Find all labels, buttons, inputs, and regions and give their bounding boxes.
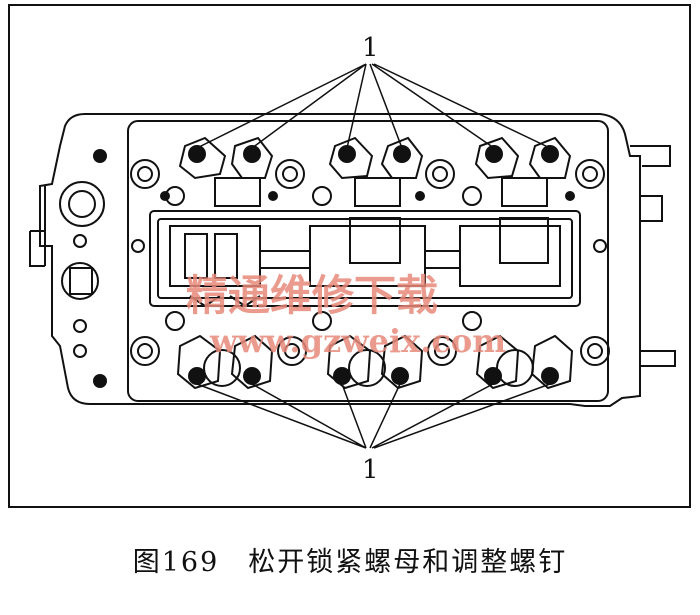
- right-mount-tab-bottom: [640, 350, 676, 367]
- right-mount-tab-mid: [640, 195, 663, 222]
- watermark-url: www.gzweix.com: [209, 322, 506, 360]
- top-leader-lines: [196, 63, 551, 149]
- inner-valve-area: [127, 120, 609, 402]
- cylinder-head-diagram: 1 1 精通维修下载 www.gzweix.com: [29, 33, 676, 485]
- figure-caption: 图169 松开锁紧螺母和调整螺钉: [132, 547, 568, 578]
- figure-frame: 1 1 精通维修下载 www.gzweix.com: [8, 4, 691, 508]
- cam-bearing-caps: [169, 217, 561, 308]
- watermark-cn: 精通维修下载: [186, 271, 438, 320]
- callout-top: 1: [362, 33, 379, 63]
- left-end-cover: [29, 186, 46, 267]
- head-outline: [39, 113, 641, 407]
- bottom-rocker-arms: [176, 334, 574, 390]
- top-rocker-arms: [178, 136, 572, 207]
- spark-plug-hole-2: [348, 349, 386, 387]
- head-bolts: [130, 159, 610, 366]
- spark-plug-hole-1: [203, 349, 241, 387]
- adjusting-screws: [93, 145, 575, 388]
- right-mount-tab-top: [630, 145, 671, 167]
- left-plug-boss: [59, 181, 105, 227]
- bottom-leader-lines: [196, 383, 551, 449]
- camshaft-area: [149, 210, 581, 307]
- callout-bottom: 1: [362, 455, 379, 485]
